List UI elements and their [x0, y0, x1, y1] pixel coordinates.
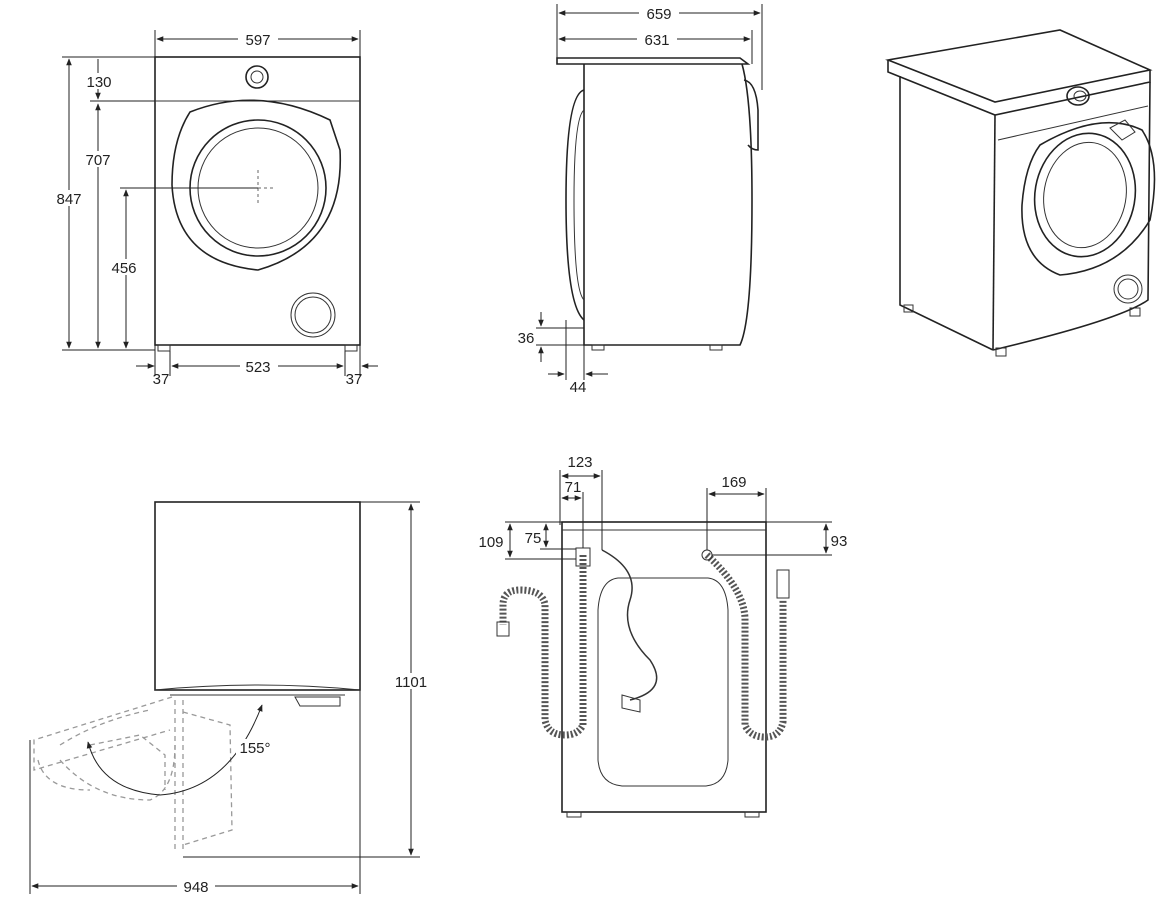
side-view: 659 631 36 44	[518, 4, 763, 396]
iso-filter-flap-icon	[1113, 274, 1143, 304]
front-foot-right	[344, 344, 358, 352]
filter-flap-icon	[290, 292, 336, 338]
drain-hose	[704, 552, 787, 741]
top-body-outline	[154, 501, 361, 691]
iso-door-frame	[1021, 121, 1156, 276]
top-rear-fitting	[294, 696, 341, 707]
dim-side-depth-total: 659	[646, 6, 671, 23]
inlet-hose	[499, 555, 587, 739]
drain-hose-end	[776, 569, 790, 599]
side-top-lid	[556, 57, 751, 65]
back-body-outline	[561, 521, 767, 813]
dim-back-drain-offset: 169	[721, 474, 746, 491]
dim-front-door-center: 456	[111, 260, 136, 277]
front-view: 597 847 130 707 456 523 37 37	[52, 30, 378, 388]
dim-front-top-panel: 130	[86, 74, 111, 91]
dim-back-cable-height: 75	[525, 530, 542, 547]
iso-door-glass	[1043, 141, 1127, 249]
dim-back-drain-height: 93	[831, 533, 848, 550]
side-body-outline	[583, 63, 753, 346]
program-knob-icon	[245, 65, 269, 89]
dim-side-depth-body: 631	[644, 32, 669, 49]
isometric-view	[885, 29, 1156, 357]
iso-top-lid	[885, 29, 1153, 103]
iso-side-face	[899, 76, 994, 351]
back-view: 123 71 109 75 169 93	[474, 454, 848, 818]
iso-door-handle	[1109, 119, 1136, 141]
dim-foot-span: 523	[245, 359, 270, 376]
dim-side-foot-height: 36	[518, 330, 535, 347]
dim-foot-left: 37	[153, 371, 170, 388]
dim-side-foot-offset: 44	[570, 379, 587, 396]
dim-back-inlet-height: 109	[478, 534, 503, 551]
front-door-frame	[171, 99, 342, 271]
dim-open-width: 948	[183, 879, 208, 896]
power-plug-icon	[621, 694, 641, 713]
dim-open-depth: 1101	[395, 674, 427, 691]
door-dashed-hinge	[174, 700, 184, 850]
front-foot-left	[157, 344, 171, 352]
iso-door-ring	[1033, 132, 1137, 258]
power-cable	[601, 549, 658, 701]
inlet-hose-connector	[496, 621, 510, 637]
dim-front-door-top: 707	[85, 152, 110, 169]
dim-front-width: 597	[245, 32, 270, 49]
iso-knob-icon	[1066, 86, 1090, 106]
side-foot-rear	[709, 344, 723, 351]
dim-foot-right: 37	[346, 371, 363, 388]
iso-front-face	[992, 81, 1151, 351]
side-door-bulge	[565, 89, 585, 321]
top-view-door-open: 155° 1101 948	[29, 501, 430, 896]
side-foot-front	[591, 344, 605, 351]
front-body-outline	[154, 56, 361, 346]
dim-door-angle: 155°	[239, 740, 270, 757]
dim-front-height: 847	[56, 191, 81, 208]
iso-panel-line	[997, 105, 1149, 141]
dim-back-cable-offset: 71	[565, 479, 582, 496]
dim-back-inlet-offset: 123	[567, 454, 592, 471]
back-panel	[597, 577, 729, 787]
side-rear-hose-cover	[743, 79, 759, 151]
open-door-outline	[33, 696, 173, 771]
